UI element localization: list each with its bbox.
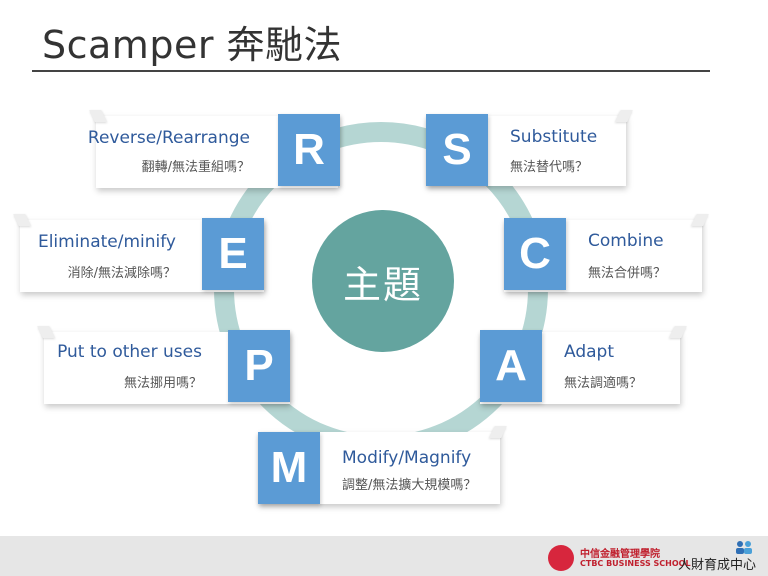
letter-box-s: S (426, 114, 488, 186)
page-fold-icon (89, 110, 107, 122)
card-question: 無法調適嗎？ (564, 376, 643, 391)
letter-box-m: M (258, 432, 320, 504)
page-fold-icon (489, 426, 507, 438)
card-title: Eliminate/minify (37, 232, 176, 252)
people-icon (736, 541, 752, 554)
title-divider (32, 70, 710, 72)
letter-box-c: C (504, 218, 566, 290)
card-title: Substitute (510, 127, 598, 147)
card-question: 消除/無法減除嗎？ (67, 266, 176, 281)
card-question: 無法替代嗎？ (510, 160, 589, 175)
letter-box-e: E (202, 218, 264, 290)
card-question: 翻轉/無法重組嗎？ (141, 160, 250, 175)
center-name: 人財育成中心 (678, 558, 757, 573)
card-title: Reverse/Rearrange (87, 128, 250, 148)
page-title: Scamper 奔馳法 (42, 23, 343, 67)
card-title: Combine (588, 231, 664, 251)
footer-bar (0, 536, 768, 576)
school-name-en: CTBC BUSINESS SCHOOL (580, 559, 691, 568)
letter-box-a: A (480, 330, 542, 402)
page-fold-icon (615, 110, 633, 122)
card-title: Adapt (564, 342, 614, 362)
page-fold-icon (37, 326, 55, 338)
center-topic: 主題 (312, 210, 454, 352)
card-title: Modify/Magnify (342, 448, 472, 468)
card-question: 無法挪用嗎？ (123, 376, 202, 391)
card-question: 調整/無法擴大規模嗎？ (342, 478, 477, 493)
letter-box-p: P (228, 330, 290, 402)
card-question: 無法合併嗎？ (588, 266, 667, 281)
school-logo-icon (548, 545, 574, 571)
letter-box-r: R (278, 114, 340, 186)
page-fold-icon (691, 214, 709, 226)
card-title: Put to other uses (57, 342, 202, 362)
school-name-cn: 中信金融管理學院 (580, 549, 660, 560)
page-fold-icon (13, 214, 31, 226)
page-fold-icon (669, 326, 687, 338)
